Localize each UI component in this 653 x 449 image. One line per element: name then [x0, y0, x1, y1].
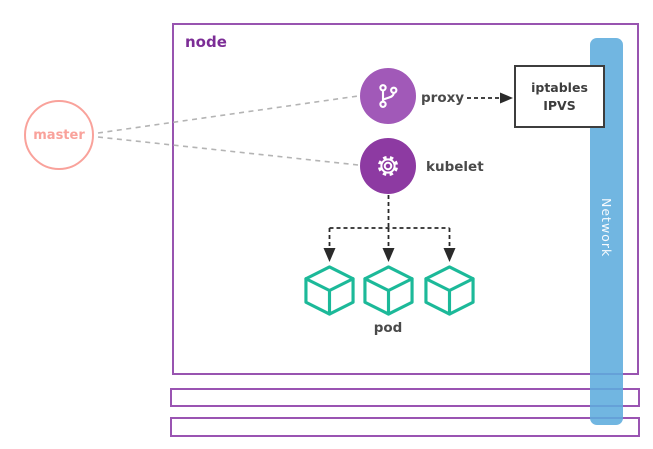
network-label: Network	[599, 198, 614, 258]
cube-icon-pod-2	[361, 264, 416, 317]
git-branch-icon	[373, 81, 403, 111]
iptables-line2: IPVS	[543, 98, 576, 113]
master-node: master	[24, 100, 94, 170]
proxy-node	[360, 68, 416, 124]
kubelet-node	[360, 138, 416, 194]
cube-icon-pod-1	[302, 264, 357, 317]
master-label: master	[33, 127, 85, 143]
kubelet-label: kubelet	[426, 159, 484, 175]
iptables-box: iptables IPVS	[514, 65, 605, 128]
gear-icon	[373, 151, 403, 181]
node-box: node	[172, 23, 639, 375]
bottom-bar-2	[170, 417, 640, 437]
proxy-label: proxy	[421, 90, 465, 106]
bottom-bar-1	[170, 388, 640, 407]
pod-label: pod	[373, 320, 403, 336]
iptables-line1: iptables	[531, 80, 588, 95]
node-label: node	[185, 33, 227, 51]
cube-icon-pod-3	[422, 264, 477, 317]
